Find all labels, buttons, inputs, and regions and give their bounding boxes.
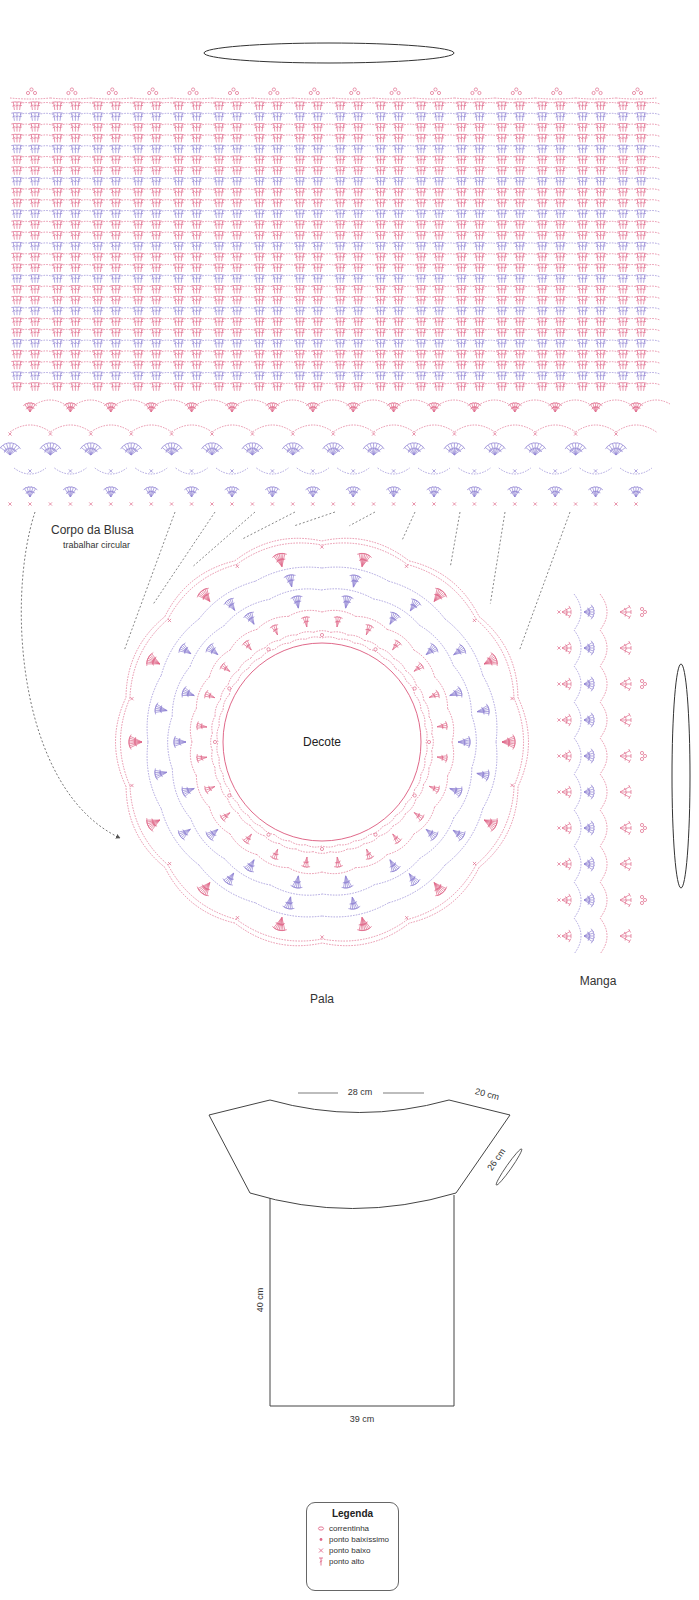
legend-symbol [316, 1535, 326, 1544]
legend-entry: ponto baixíssimo [316, 1534, 389, 1545]
part-name: Manga [579, 975, 618, 988]
sleeve-oval [672, 664, 690, 888]
legend-symbol [316, 1524, 326, 1533]
leader-line [154, 512, 215, 603]
dimension: 26 cm [485, 1146, 508, 1173]
body-outline [270, 1195, 454, 1406]
dimension: 28 cm [347, 1088, 374, 1098]
dimension: 40 cm [256, 1287, 266, 1314]
legend-entry: ponto alto [316, 1556, 389, 1567]
legend-text: correntinha [329, 1523, 369, 1534]
legend-symbol [316, 1546, 326, 1555]
leader-lines [124, 512, 570, 650]
stitch-symbols [10, 98, 670, 954]
leader-line [402, 512, 415, 539]
leader-line [295, 512, 335, 526]
crochet-chart [0, 88, 670, 954]
circumference-oval [204, 43, 454, 63]
leader-line [349, 512, 375, 526]
legend-entry: ponto baixo [316, 1545, 389, 1556]
stitch-symbol [319, 1558, 323, 1566]
legend-title: Legenda [316, 1508, 389, 1519]
note: trabalhar circular [62, 541, 131, 551]
stitch-symbols [8, 88, 646, 943]
dimension: 39 cm [349, 1415, 376, 1425]
yoke-outline [209, 1100, 510, 1209]
part-name: Pala [309, 993, 335, 1006]
join-arrow [21, 512, 120, 838]
part-name: Corpo da Blusa [50, 524, 135, 537]
stitch-symbols [0, 113, 647, 944]
legend-box: Legendacorrentinhaponto baixíssimoponto … [306, 1502, 399, 1591]
leader-line [194, 512, 255, 566]
stitch-symbol [319, 1549, 323, 1553]
legend-text: ponto alto [329, 1556, 364, 1567]
stitch-symbols [14, 113, 660, 954]
stitch-symbol [320, 1538, 323, 1541]
garment-schematic [209, 1093, 524, 1406]
leader-line [450, 512, 460, 566]
leader-line [490, 512, 505, 603]
legend-symbol [316, 1557, 326, 1566]
legend-entry: correntinha [316, 1523, 389, 1534]
leader-line [520, 512, 570, 650]
stitch-symbol [318, 1527, 323, 1530]
legend-text: ponto baixo [329, 1545, 370, 1556]
leader-line [242, 512, 295, 539]
part-name: Decote [303, 735, 341, 749]
neckline-circle: Decote [222, 642, 422, 842]
dimension: 20 cm [473, 1087, 501, 1103]
legend-text: ponto baixíssimo [329, 1534, 389, 1545]
neckline-ring [223, 643, 421, 841]
